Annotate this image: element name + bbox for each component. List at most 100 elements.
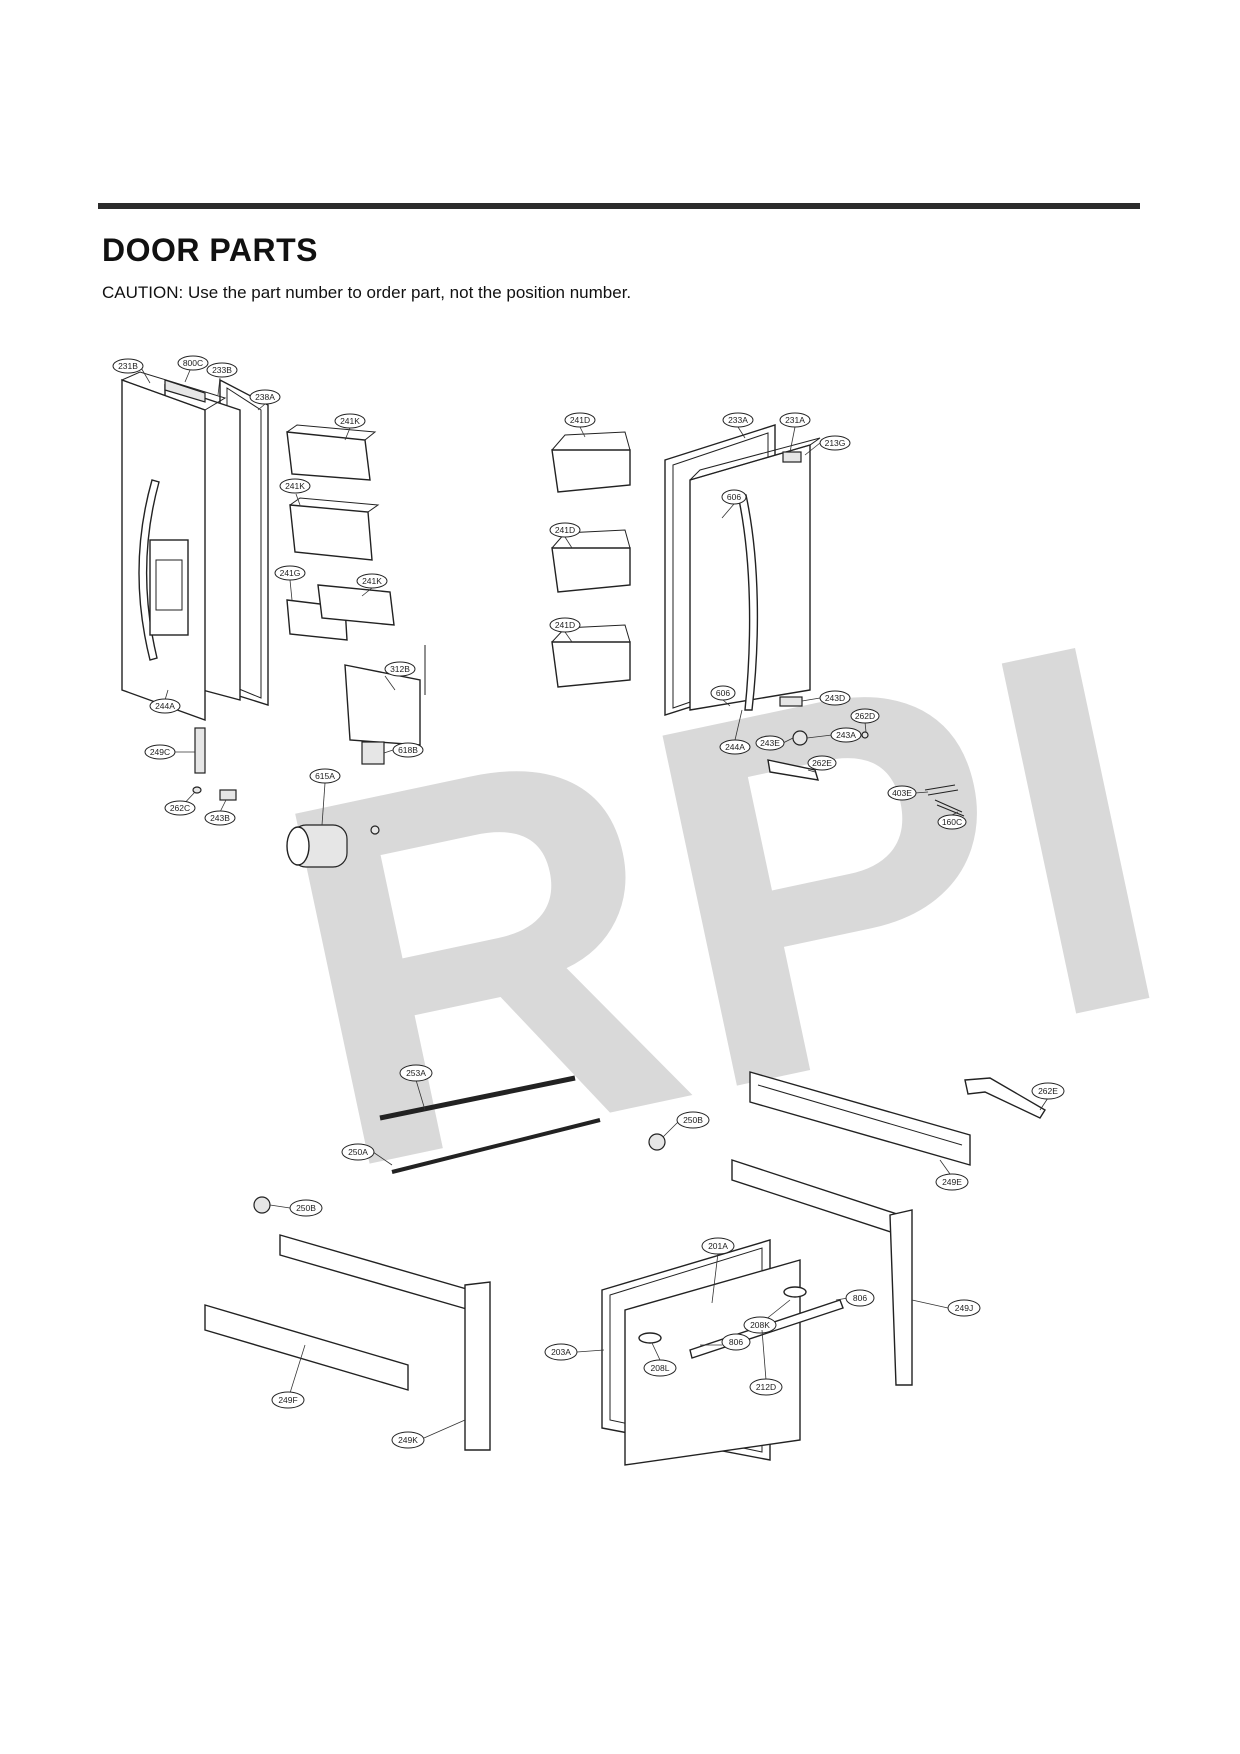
left-door-bins [286,424,426,746]
right-door-top-cap [782,451,802,463]
callout-233B [206,362,238,378]
callout-800C-text: 800C [183,358,203,368]
callout-241K-1 [334,413,366,429]
callout-312B-text: 312B [390,664,410,674]
callout-213G [819,435,851,451]
callout-615A-text: 615A [315,771,335,781]
callout-250B-2 [289,1199,323,1217]
callout-250B-1-text: 250B [683,1115,703,1125]
callout-262D-text: 262D [855,711,875,721]
callout-243E [755,735,785,751]
callout-233A-text: 233A [728,415,748,425]
hinge-pin [219,789,237,801]
callout-243B-text: 243B [210,813,230,823]
callout-249J-text: 249J [955,1303,973,1313]
callout-806-2 [721,1333,751,1351]
callout-241K-1-text: 241K [340,416,360,426]
right-door-assembly [664,424,821,716]
callout-244A-2-text: 244A [725,742,745,752]
callout-606-2 [710,685,736,701]
drawer-assembly [204,1071,1046,1466]
callout-241D-3 [549,617,581,633]
callout-241D-1 [564,412,596,428]
callout-606-2-text: 606 [716,688,730,698]
roller-left [253,1196,271,1214]
callout-241K-2 [279,478,311,494]
callout-243D [819,690,851,706]
callout-241D-1-text: 241D [570,415,590,425]
hinge-plate [767,759,819,781]
callout-243A [830,727,862,743]
callout-618B-text: 618B [398,745,418,755]
left-door-handle [138,479,160,661]
callout-231B-text: 231B [118,361,138,371]
hinge-right [779,696,803,707]
callout-238A [249,389,281,405]
callout-800C [177,355,209,371]
callout-231B [112,358,144,374]
left-door-assembly [120,371,269,721]
callout-241D-3-text: 241D [555,620,575,630]
door-bin-r3 [551,641,631,688]
valve-assembly [361,741,385,765]
callout-262E-2 [1031,1082,1065,1100]
callout-160C-text: 160C [942,817,962,827]
door-bin-4 [317,584,395,626]
left-hinge-parts [192,727,385,868]
drawer-front [624,1259,801,1466]
callout-403E [887,785,917,801]
callout-249F [271,1391,305,1409]
drawer-bracket-left [464,1281,491,1451]
drawer-seal-top [379,1075,576,1121]
callout-241K-3 [356,573,388,589]
callout-249J [947,1299,981,1317]
caution-note: CAUTION: Use the part number to order pa… [102,283,632,302]
right-door-bins [551,431,631,688]
callout-606-1-text: 606 [727,492,741,502]
callout-244A-1-text: 244A [155,701,175,711]
callout-249C [144,744,176,760]
drawer-bracket-right [889,1209,913,1386]
callout-262E-1-text: 262E [812,758,832,768]
callout-249K-text: 249K [398,1435,418,1445]
callout-249K [391,1431,425,1449]
callout-241D-2 [549,522,581,538]
callout-208K-text: 208K [750,1320,770,1330]
right-door-handle [737,494,759,711]
drawer-seal-bottom [391,1118,601,1174]
callout-244A-1 [149,698,181,714]
callout-208L-text: 208L [651,1363,670,1373]
door-bin-r2 [551,547,631,593]
callout-806-2-text: 806 [729,1337,743,1347]
callout-244A-2 [719,739,751,755]
callout-238A-text: 238A [255,392,275,402]
header-rule [98,203,1140,209]
callout-241D-2-text: 241D [555,525,575,535]
callout-243D-text: 243D [825,693,845,703]
callout-231A-text: 231A [785,415,805,425]
roller-right [648,1133,666,1151]
door-bin-r1 [551,449,631,493]
hinge-bracket [194,727,206,774]
callout-250A-text: 250A [348,1147,368,1157]
callout-250B-2-text: 250B [296,1203,316,1213]
callout-201A [701,1237,735,1255]
callout-606-1 [721,489,747,505]
adjust-wrench [964,1077,1046,1119]
callout-262D [850,708,880,724]
callout-806-1-text: 806 [853,1293,867,1303]
callout-233A [722,412,754,428]
callout-243E-text: 243E [760,738,780,748]
drawer-rail-lower [204,1304,409,1391]
callout-262C [164,800,196,816]
callout-249E [935,1173,969,1191]
callout-231A [779,412,811,428]
callout-253A [399,1064,433,1082]
callouts: 231B 800C 233B 238A 241K 241K 241G 241K … [112,355,1065,1449]
callout-615A [309,768,341,784]
callout-203A [544,1343,578,1361]
page-title: DOOR PARTS [102,232,318,268]
callout-212D-text: 212D [756,1382,776,1392]
callout-203A-text: 203A [551,1347,571,1357]
callout-403E-text: 403E [892,788,912,798]
